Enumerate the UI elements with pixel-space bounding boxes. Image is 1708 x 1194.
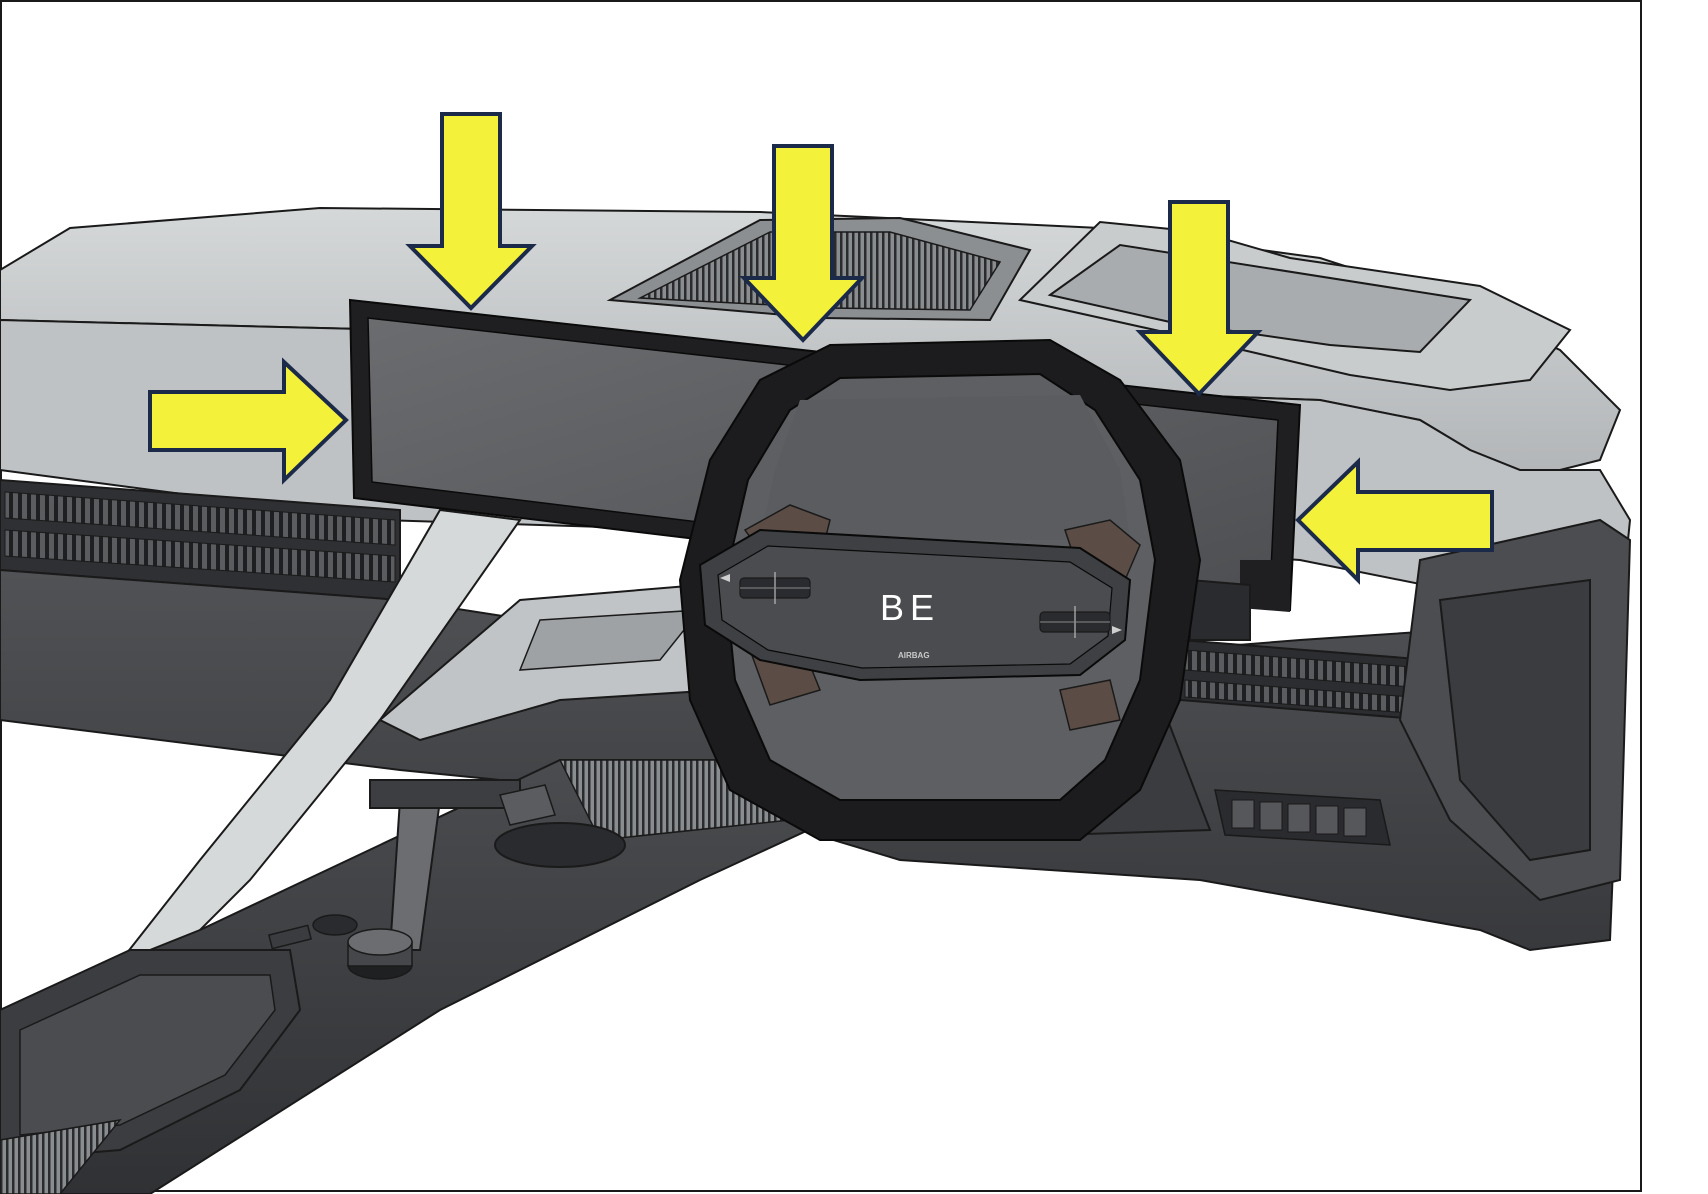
left-air-vents: [0, 478, 401, 602]
arrow-top-left: [405, 112, 537, 311]
arrow-right: [1295, 457, 1494, 585]
center-console: [0, 759, 832, 1194]
horn-icon-left: [720, 574, 730, 582]
rotary-knob: [347, 928, 413, 980]
airbag-label: AIRBAG: [898, 651, 930, 660]
horn-icon-right: [1112, 626, 1122, 634]
arrow-top-right: [1135, 200, 1263, 397]
steering-wheel: BE AIRBAG: [678, 338, 1202, 841]
indicator-arrows: [148, 112, 1494, 585]
arrow-top-center: [739, 144, 867, 343]
wheel-logo: BE: [880, 587, 940, 628]
arrow-left: [148, 357, 349, 485]
